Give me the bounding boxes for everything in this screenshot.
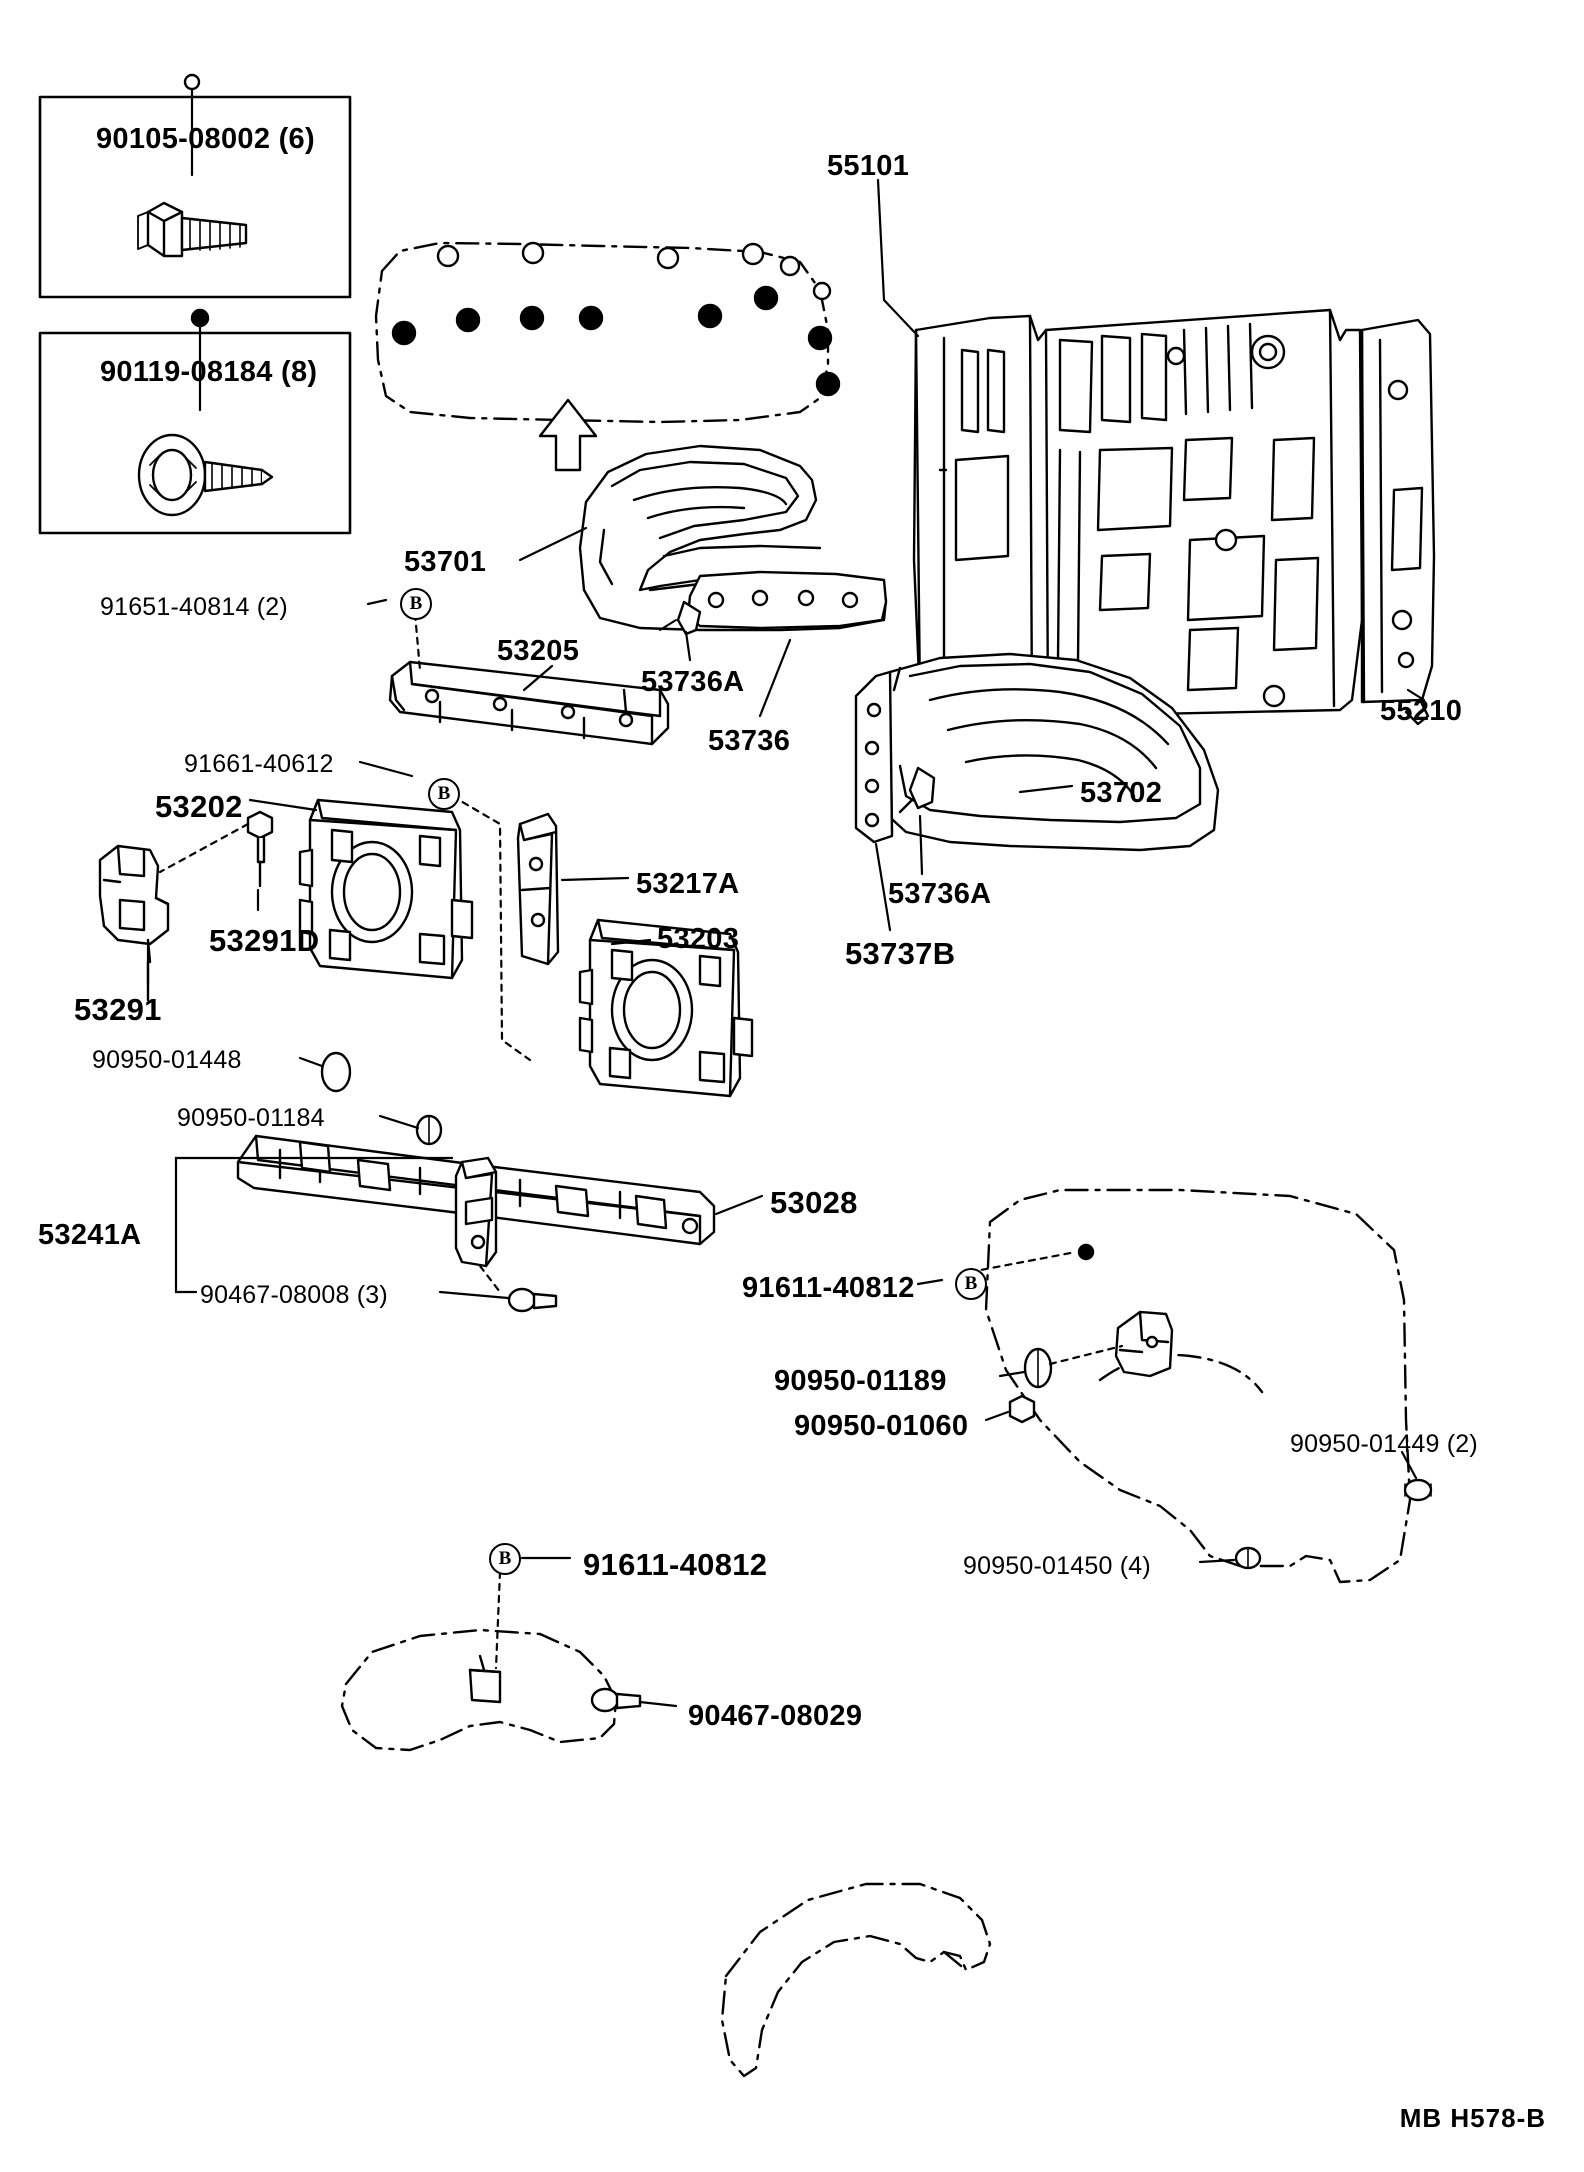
leader-91661 xyxy=(358,760,414,778)
legend-part-number-1: 90105-08002 (6) xyxy=(96,123,315,155)
marker-b-4: B xyxy=(489,1543,521,1575)
marker-b-1: B xyxy=(400,588,432,620)
leader-53202 xyxy=(248,798,318,812)
part-90467-08029-clip xyxy=(590,1687,642,1713)
leader-53736 xyxy=(758,638,792,718)
part-fender-liner-outline xyxy=(720,1882,992,2078)
part-90950-01448-grommet xyxy=(320,1051,352,1093)
callout-90950-01449: 90950-01449 (2) xyxy=(1290,1430,1478,1458)
part-90950-01449-grommet xyxy=(1403,1478,1433,1502)
part-90950-01060-nut xyxy=(1008,1394,1036,1424)
part-55101-dash-panel xyxy=(912,308,1436,726)
leader-53736A2 xyxy=(918,814,924,876)
legend-box-bolt-2 xyxy=(38,308,352,535)
part-cowl-insulator-outline xyxy=(984,1188,1412,1584)
leader-91611a xyxy=(916,1278,944,1286)
callout-53203: 53203 xyxy=(657,923,740,955)
callout-53205: 53205 xyxy=(497,635,580,667)
part-90950-01450-grommet xyxy=(1234,1546,1262,1570)
leader-90950-01449 xyxy=(1400,1450,1418,1480)
leader-53241A-bot xyxy=(174,1232,198,1294)
diagram-footer-code: MB H578-B xyxy=(1399,2103,1546,2133)
leader-90467-08029 xyxy=(638,1700,678,1708)
callout-55101: 55101 xyxy=(827,150,910,182)
leader-90467-08008 xyxy=(438,1290,510,1300)
part-90467-08008-clip xyxy=(507,1287,558,1313)
part-53701-fender-apron xyxy=(578,444,888,636)
callout-53736A-left: 53736A xyxy=(641,666,745,698)
leader-53217A xyxy=(560,876,630,882)
callout-53701: 53701 xyxy=(404,546,487,578)
leader-53291D-dash xyxy=(158,822,250,874)
callout-90950-01448: 90950-01448 xyxy=(92,1046,242,1074)
callout-90950-01060: 90950-01060 xyxy=(794,1410,969,1442)
leader-90950-01189 xyxy=(998,1370,1026,1378)
callout-53737B: 53737B xyxy=(845,936,956,971)
leader-53028 xyxy=(714,1194,764,1216)
leader-53702 xyxy=(1018,784,1074,794)
marker-b-2: B xyxy=(428,778,460,810)
part-53241A-brace xyxy=(454,1156,498,1268)
leader-53205 xyxy=(522,664,554,692)
part-53702-fender-apron xyxy=(854,652,1220,852)
leader-55101 xyxy=(876,178,920,338)
leader-53203 xyxy=(610,938,652,946)
callout-53202: 53202 xyxy=(155,789,243,824)
leader-91651 xyxy=(366,598,388,606)
callout-53736: 53736 xyxy=(708,725,791,757)
part-53205-upper-support xyxy=(388,660,670,746)
leader-53737B xyxy=(874,842,892,932)
leader-91661-b xyxy=(440,788,532,1062)
legend-part-number-2: 90119-08184 (8) xyxy=(100,356,318,388)
callout-53241A: 53241A xyxy=(38,1219,142,1251)
callout-90467-08029: 90467-08029 xyxy=(688,1700,863,1732)
leader-90950-01450 xyxy=(1198,1558,1236,1564)
part-53217A-brace xyxy=(516,812,560,966)
leader-90950-01448 xyxy=(298,1056,324,1068)
callout-55210: 55210 xyxy=(1380,695,1463,727)
callout-90950-01184: 90950-01184 xyxy=(177,1104,325,1132)
dash-insulator-outline xyxy=(374,241,841,424)
callout-53028: 53028 xyxy=(770,1185,858,1220)
callout-53736A-right: 53736A xyxy=(888,878,992,910)
callout-91661-40612: 91661-40612 xyxy=(184,750,334,778)
leader-91611b-dash xyxy=(494,1570,502,1670)
callout-90950-01189: 90950-01189 xyxy=(774,1365,947,1397)
leader-53701 xyxy=(518,526,588,562)
callout-91651-40814: 91651-40814 (2) xyxy=(100,593,288,621)
part-90950-01184-grommet xyxy=(415,1114,443,1146)
callout-91611-40812-lower: 91611-40812 xyxy=(583,1547,768,1582)
marker-b-3: B xyxy=(955,1268,987,1300)
part-53202-support-left xyxy=(298,798,474,980)
part-53203-support-right xyxy=(578,918,754,1098)
leader-90950-01184 xyxy=(378,1114,420,1130)
part-53291-bracket xyxy=(98,844,170,1002)
callout-53702: 53702 xyxy=(1080,777,1163,809)
leader-01189-dash xyxy=(1048,1344,1124,1366)
callout-90950-01450: 90950-01450 (4) xyxy=(963,1552,1151,1580)
leader-55210 xyxy=(1406,688,1426,702)
callout-90467-08008: 90467-08008 (3) xyxy=(200,1281,388,1309)
callout-91611-40812-upper: 91611-40812 xyxy=(742,1272,915,1304)
callout-53217A: 53217A xyxy=(636,868,740,900)
part-hood-insulator-outline xyxy=(340,1628,618,1752)
callout-53291D: 53291D xyxy=(209,923,320,958)
part-90950-01189-plug xyxy=(1023,1347,1053,1389)
part-53291d-bolt xyxy=(246,810,274,888)
leader-90467-dash xyxy=(478,1264,502,1294)
leader-91611a-dash xyxy=(968,1250,1078,1274)
leader-53241A-top xyxy=(174,1156,454,1236)
leader-53736A1 xyxy=(684,630,692,662)
leader-90950-01060 xyxy=(984,1410,1010,1422)
callout-53291: 53291 xyxy=(74,992,162,1027)
assembly-arrow xyxy=(538,398,598,472)
legend-box-bolt-1 xyxy=(38,73,352,299)
